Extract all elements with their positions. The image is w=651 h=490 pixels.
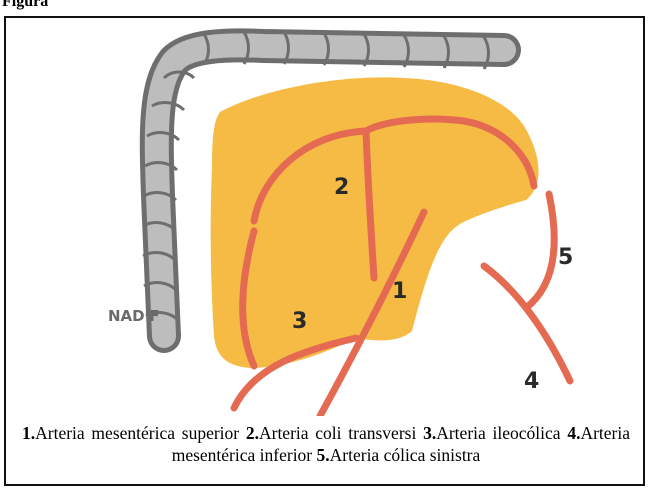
clipped-header: Figura (0, 0, 651, 16)
artery-mesenterica-inferior (484, 266, 570, 381)
caption-num-5: 5. (317, 445, 330, 465)
artist-signature: NAD'F (108, 307, 159, 325)
label-3: 3 (292, 309, 307, 334)
label-1: 1 (392, 279, 407, 304)
figure-caption: 1.Arteria mesentérica superior 2.Arteria… (22, 422, 630, 466)
label-2: 2 (334, 175, 349, 200)
mesentery-area (211, 77, 539, 368)
caption-text-5: Arteria cólica sinistra (330, 445, 481, 465)
caption-num-1: 1. (22, 423, 35, 443)
caption-num-2: 2. (246, 423, 259, 443)
artery-colica-sinistra (526, 194, 554, 308)
caption-text-3: Arteria ileocólica (436, 423, 567, 443)
caption-num-3: 3. (423, 423, 436, 443)
label-4: 4 (524, 369, 539, 394)
anatomy-illustration: 1 2 3 4 5 NAD'F (4, 16, 645, 416)
caption-num-4: 4. (567, 423, 580, 443)
clipped-header-text: Figura (2, 0, 48, 11)
caption-text-1: Arteria mesentérica superior (35, 423, 246, 443)
label-5: 5 (558, 245, 573, 270)
caption-text-2: Arteria coli transversi (259, 423, 423, 443)
